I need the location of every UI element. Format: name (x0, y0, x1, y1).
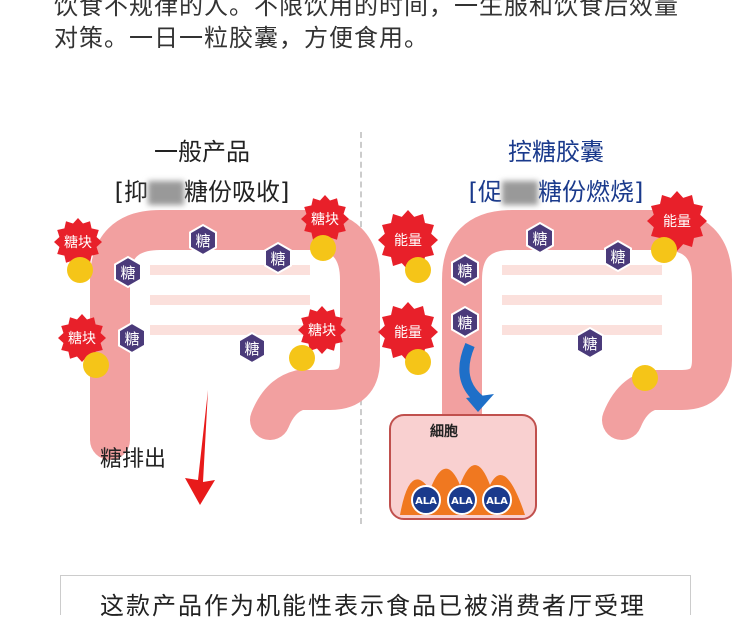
right-subtitle-start: [促 (468, 178, 502, 206)
hand-icon (67, 257, 93, 283)
hand-icon (83, 352, 109, 378)
intro-line-1: 饮食不规律的人。不限饮用的时间，一生服和饮食后效量 (54, 0, 679, 20)
left-title: 一般产品 (154, 138, 250, 166)
burst-label: 能量 (394, 325, 422, 341)
sugar-label: 糖 (457, 262, 472, 280)
right-subtitle-end: 糖份燃烧] (538, 178, 644, 206)
sugar-label: 糖 (270, 250, 285, 268)
burst-label: 糖块 (64, 235, 92, 251)
energy-burst: 能量 (647, 191, 707, 251)
right-subtitle: [促 糖份燃烧] (426, 172, 686, 207)
right-title: 控糖胶囊 (508, 138, 604, 166)
burst-label: 能量 (663, 214, 691, 230)
sugar-label: 糖 (120, 264, 135, 282)
energy-burst: 能量 (378, 302, 438, 362)
sugar-label: 糖 (457, 314, 472, 332)
sugar-hexagon: 糖 (114, 255, 142, 289)
notice-box (60, 575, 691, 615)
hand-icon (289, 345, 315, 371)
sugar-hexagon: 糖 (264, 241, 292, 275)
hand-icon (310, 235, 336, 261)
blurred-text (502, 181, 538, 205)
sugar-label: 糖 (124, 330, 139, 348)
sugar-block-burst: 糖块 (58, 314, 106, 362)
ala-label: ALA (451, 496, 473, 507)
energy-burst: 能量 (378, 210, 438, 270)
sugar-hexagon: 糖 (451, 253, 479, 287)
burst-label: 糖块 (68, 331, 96, 347)
sugar-label: 糖 (195, 232, 210, 250)
sugar-label: 糖 (244, 340, 259, 358)
notice-text: 这款产品作为机能性表示食品已被消费者厅受理 (100, 592, 646, 620)
cell-label: 細胞 (430, 423, 458, 440)
burst-label: 能量 (394, 233, 422, 249)
hand-icon (651, 237, 677, 263)
hand-icon (405, 349, 431, 375)
left-subtitle: [抑 糖份吸收] (72, 172, 332, 207)
blurred-text (148, 181, 184, 205)
sugar-label: 糖 (582, 335, 597, 353)
ala-molecule: ALA (447, 485, 477, 515)
excrete-label: 糖排出 (100, 447, 166, 472)
burst-label: 糖块 (308, 323, 336, 339)
sugar-hexagon: 糖 (451, 305, 479, 339)
ala-molecule: ALA (411, 485, 441, 515)
hand-icon (405, 257, 431, 283)
sugar-block-burst: 糖块 (54, 218, 102, 266)
sugar-hexagon: 糖 (576, 326, 604, 360)
sugar-label: 糖 (532, 230, 547, 248)
left-subtitle-end: 糖份吸收] (184, 178, 290, 206)
sugar-hexagon: 糖 (189, 223, 217, 257)
sugar-block-burst: 糖块 (298, 306, 346, 354)
hand-icon (632, 365, 658, 391)
burst-label: 糖块 (311, 212, 339, 228)
ala-molecule: ALA (482, 485, 512, 515)
excrete-arrow (185, 390, 215, 505)
sugar-hexagon: 糖 (604, 239, 632, 273)
sugar-hexagon: 糖 (238, 331, 266, 365)
sugar-hexagon: 糖 (118, 321, 146, 355)
sugar-label: 糖 (610, 248, 625, 266)
ala-label: ALA (415, 496, 437, 507)
ala-label: ALA (486, 496, 508, 507)
sugar-hexagon: 糖 (526, 221, 554, 255)
left-subtitle-start: [抑 (114, 178, 148, 206)
intro-line-2: 对策。一日一粒胶囊，方便食用。 (54, 24, 429, 52)
sugar-block-burst: 糖块 (301, 195, 349, 243)
blue-arrow (459, 343, 484, 404)
